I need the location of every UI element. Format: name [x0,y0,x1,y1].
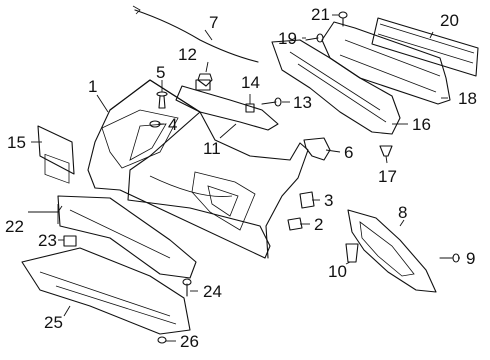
part-8-fog-bezel [347,209,437,293]
callout-22-bracket [30,204,59,224]
part-16-bracket [271,39,401,135]
callout-8: 8 [398,203,407,222]
part-11-retainer [175,79,279,131]
part-3-clip [299,191,315,209]
part-25-undercover [21,247,191,335]
callout-10: 10 [328,262,347,281]
callout-18: 18 [458,89,477,108]
callout-3: 3 [324,191,333,210]
callout-labels: 1 2 3 4 5 6 7 8 9 10 11 12 13 14 15 16 1… [5,5,477,351]
part-12-clip [197,73,213,87]
callout-4: 4 [168,115,177,134]
part-18-absorber [321,21,451,105]
callout-14: 14 [241,73,260,92]
callout-9: 9 [466,249,475,268]
part-17-clip [379,145,393,157]
callout-6: 6 [344,143,353,162]
callout-1: 1 [88,77,97,96]
callout-22: 22 [5,217,24,236]
callout-7: 7 [209,13,218,32]
part-7-molding [134,9,259,63]
part-20-reinforcement [371,17,479,77]
callout-16: 16 [412,115,431,134]
callout-17: 17 [378,167,397,186]
part-15-plate-bracket [37,125,75,184]
callout-12: 12 [178,45,197,64]
callout-2: 2 [314,215,323,234]
part-13-screw [261,97,282,107]
callout-21: 21 [311,5,330,24]
callout-13: 13 [293,93,312,112]
part-5-fastener [156,91,168,109]
callout-20: 20 [440,11,459,30]
part-9-screw [439,253,460,263]
part-22-lower-absorber [57,195,197,279]
part-19-screw [305,33,324,43]
callout-26: 26 [180,332,199,351]
part-1-bumper-cover [87,79,309,259]
part-6-bracket [303,137,331,161]
part-24-bolt [182,278,192,297]
callout-24: 24 [203,282,222,301]
callout-19: 19 [278,29,297,48]
part-10-clip [345,243,359,263]
part-23-clip [63,235,77,247]
callout-11: 11 [203,139,221,158]
part-26-bolt [157,336,167,344]
callout-25: 25 [44,313,63,332]
part-2-nut [287,217,303,231]
callout-15: 15 [7,133,26,152]
leader-lines [28,14,460,342]
callout-5: 5 [156,63,165,82]
callout-23: 23 [38,231,57,250]
